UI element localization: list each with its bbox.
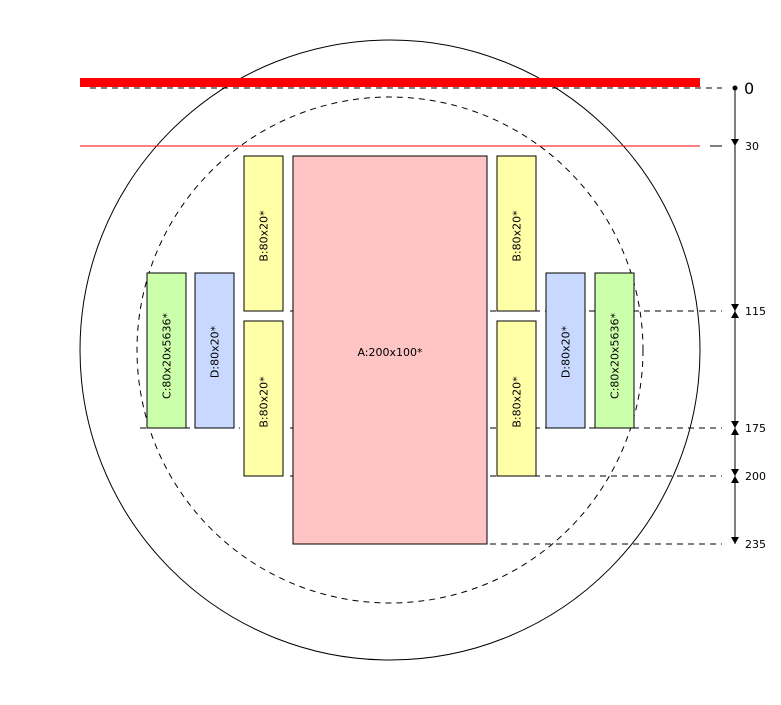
block-d-left	[194, 272, 235, 429]
dimension-label-0: 0	[744, 79, 754, 98]
block-b-top-right-label: B:80x20*	[511, 210, 524, 262]
dimension-label-115: 115	[745, 305, 766, 318]
block-b-bottom-left	[243, 320, 284, 477]
inner-dashed-circle	[136, 96, 644, 604]
block-a	[292, 155, 488, 545]
block-c-right	[594, 272, 635, 429]
arrow-115-up	[731, 311, 739, 318]
arrow-235	[731, 537, 739, 544]
block-b-top-left	[243, 155, 284, 312]
block-d-right-label: D:80x20*	[560, 325, 573, 378]
dimension-label-175: 175	[745, 422, 766, 435]
block-b-bottom-right-label: B:80x20*	[511, 376, 524, 428]
block-d-right	[545, 272, 586, 429]
arrow-30	[731, 139, 739, 146]
block-b-bottom-right	[496, 320, 537, 477]
dimension-label-200: 200	[745, 470, 766, 483]
block-b-top-left-label: B:80x20*	[258, 210, 271, 262]
arrow-175-up	[731, 428, 739, 435]
dimension-label-30: 30	[745, 140, 759, 153]
block-c-left-label: C:80x20x5636*	[161, 313, 174, 399]
arrow-200	[731, 469, 739, 476]
block-c-left	[146, 272, 187, 429]
arrow-200-up	[731, 476, 739, 483]
block-c-right-label: C:80x20x5636*	[609, 313, 622, 399]
block-d-left-label: D:80x20*	[209, 325, 222, 378]
block-a-label: A:200x100*	[357, 346, 423, 359]
dimension-label-235: 235	[745, 538, 766, 551]
block-b-bottom-left-label: B:80x20*	[258, 376, 271, 428]
outer-circle	[79, 39, 701, 661]
arrow-175	[731, 421, 739, 428]
arrow-115	[731, 304, 739, 311]
block-b-top-right	[496, 155, 537, 312]
red-thick-bar	[80, 78, 700, 87]
